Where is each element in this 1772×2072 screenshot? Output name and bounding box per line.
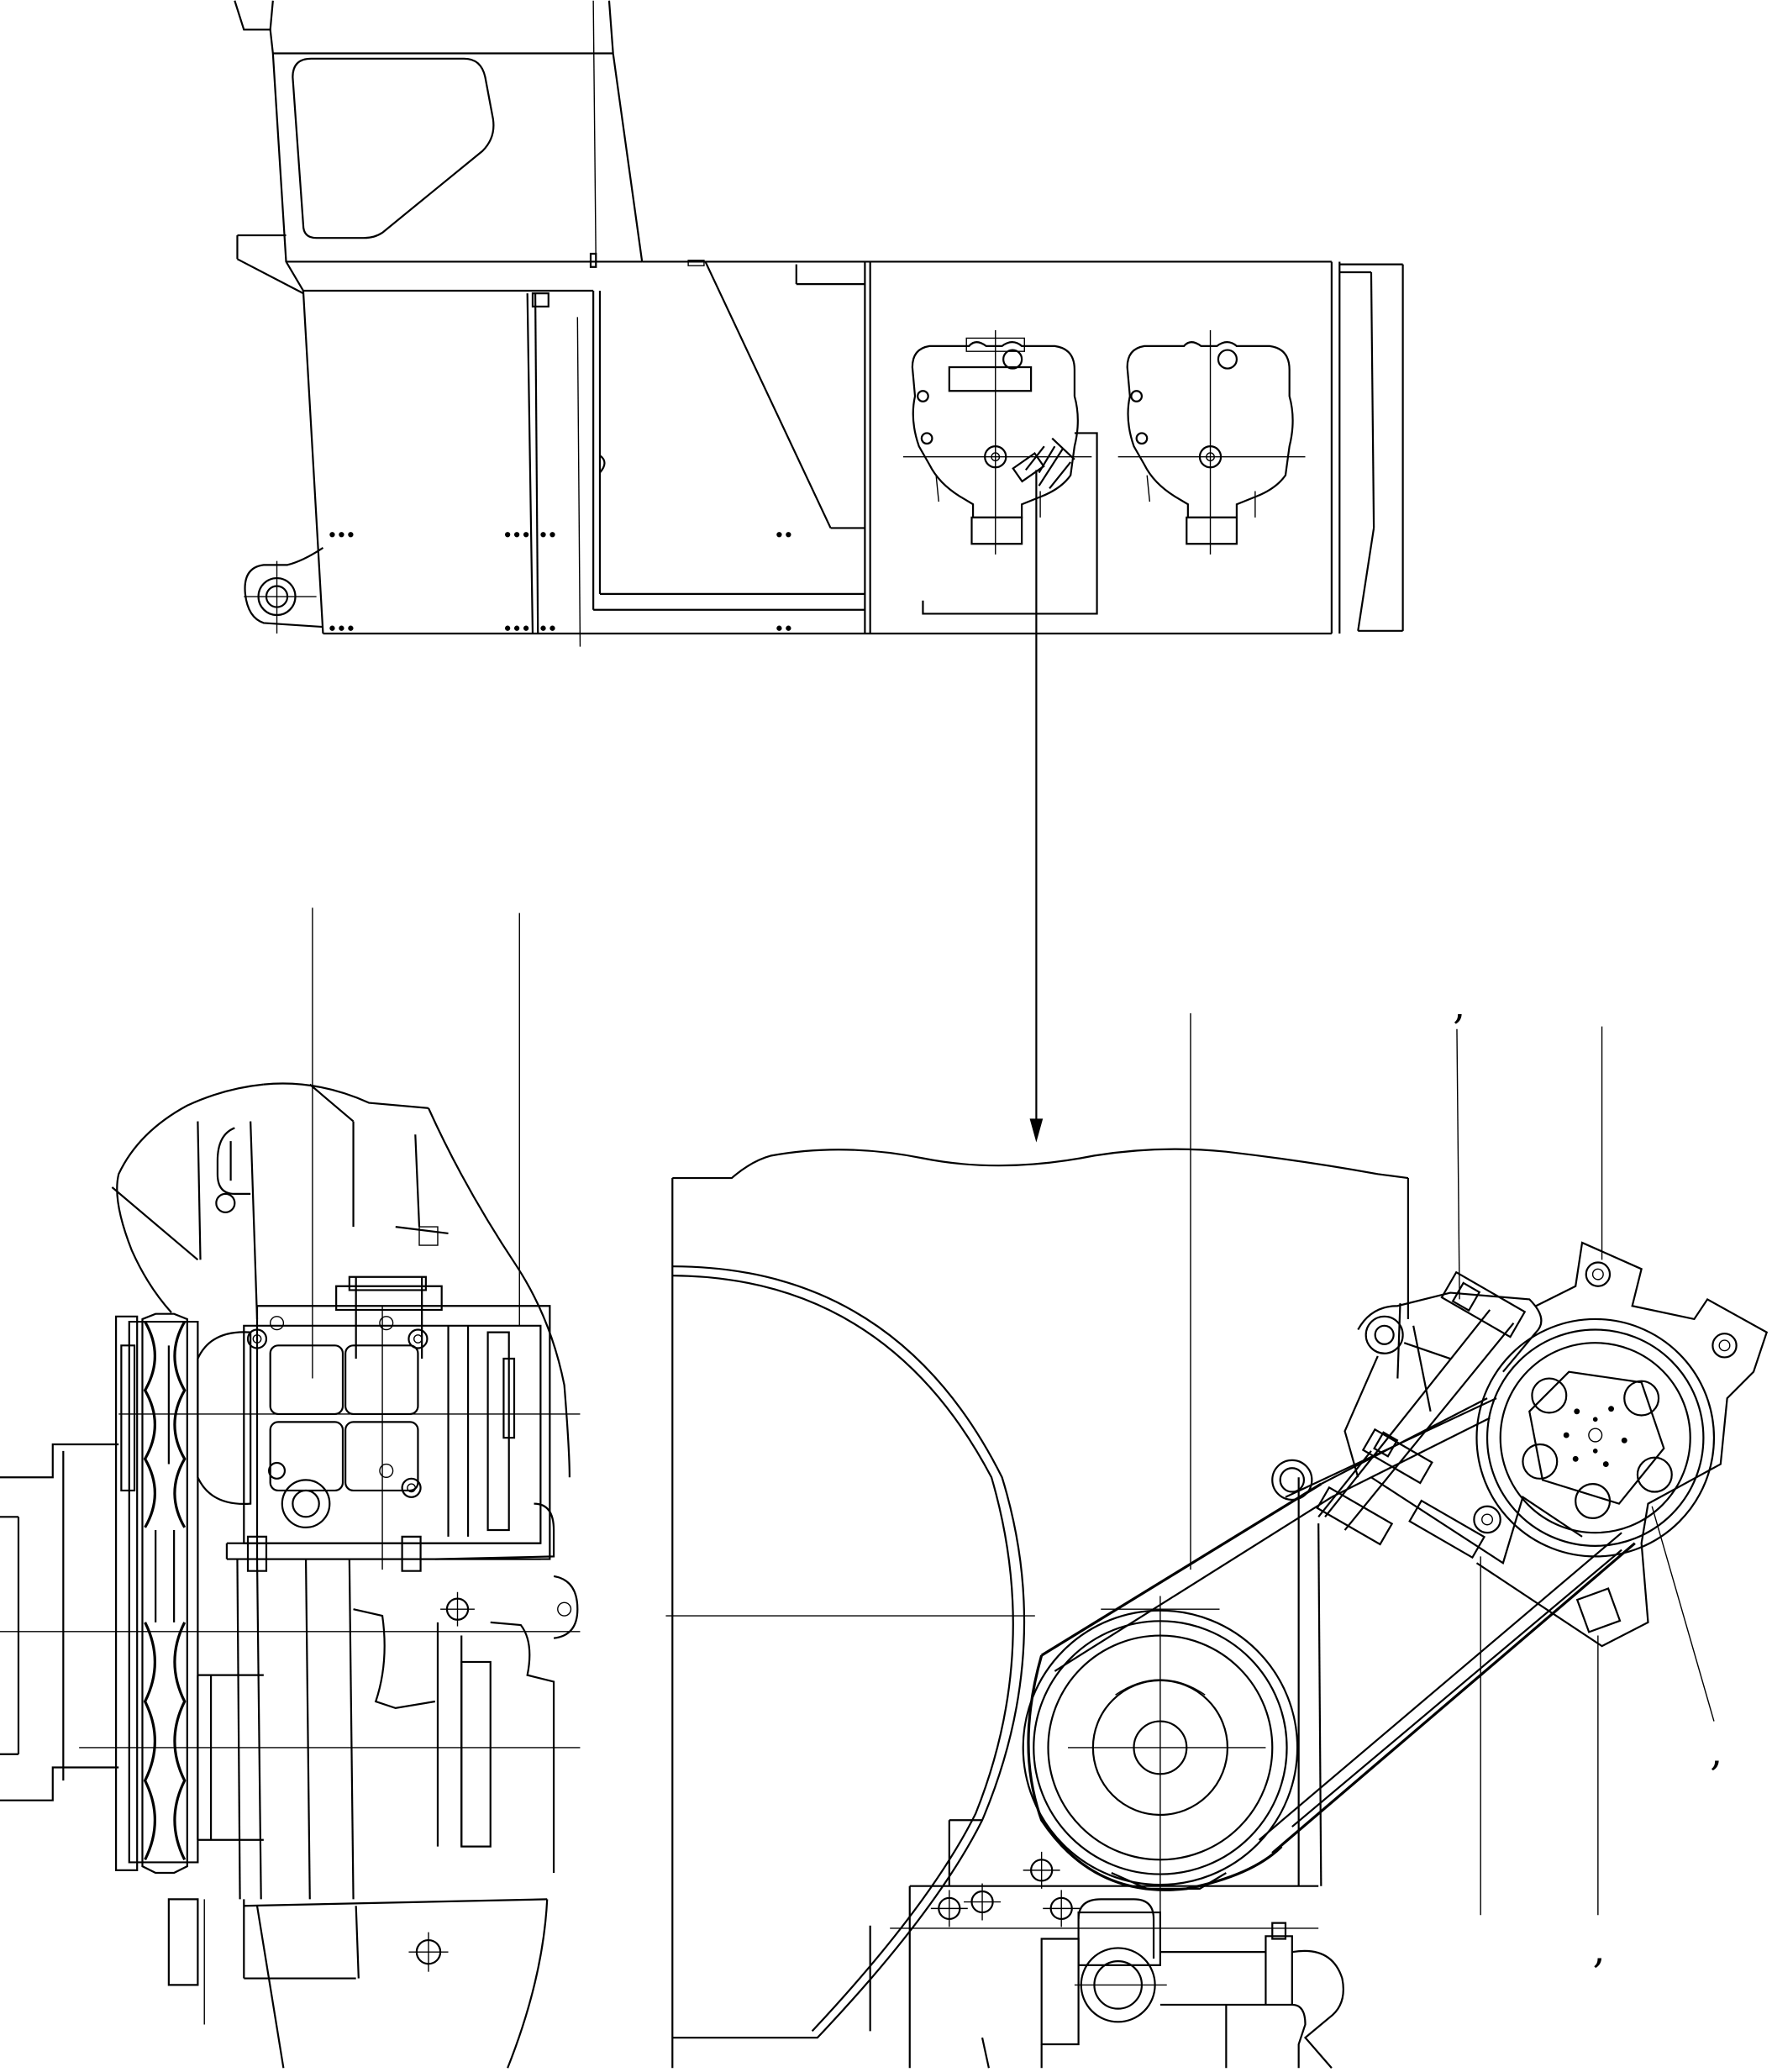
tensioner-bracket (1272, 1272, 1582, 1886)
mounting-bolts-lower (931, 1852, 1080, 1927)
counterweight (1339, 265, 1402, 631)
engine-left (903, 330, 1091, 555)
engine-right (1118, 330, 1306, 555)
callout-mark-1: , (1453, 982, 1465, 1028)
leader-lines: , , , (1191, 982, 1722, 1973)
pivot-pin (244, 548, 323, 634)
compressor-pulley (116, 1314, 197, 1873)
detail-view-arrow (1029, 470, 1044, 1143)
leader-line-f (1652, 1507, 1714, 1722)
mount-bracket (0, 1559, 580, 2069)
frame-body (323, 260, 1339, 647)
cab-structure (234, 1, 642, 634)
compressor-side-view (0, 907, 580, 2068)
engine-front-housing (665, 1149, 1407, 2069)
pump-fittings (890, 1899, 1343, 2068)
engine-room (903, 330, 1306, 613)
callout-mark-2: , (1710, 1728, 1722, 1775)
engine-housing-left (0, 1444, 118, 1801)
callout-mark-3: , (1593, 1927, 1606, 1973)
belt-drive-front-view: , , , (665, 982, 1766, 2068)
compressor-body (118, 1277, 580, 1571)
leader-line-d (1457, 1029, 1459, 1300)
compressor-front (1474, 1243, 1766, 1646)
machine-side-view (234, 1, 1402, 1143)
crankshaft-pulley (1023, 1596, 1297, 1918)
bolt-marks (329, 532, 791, 631)
